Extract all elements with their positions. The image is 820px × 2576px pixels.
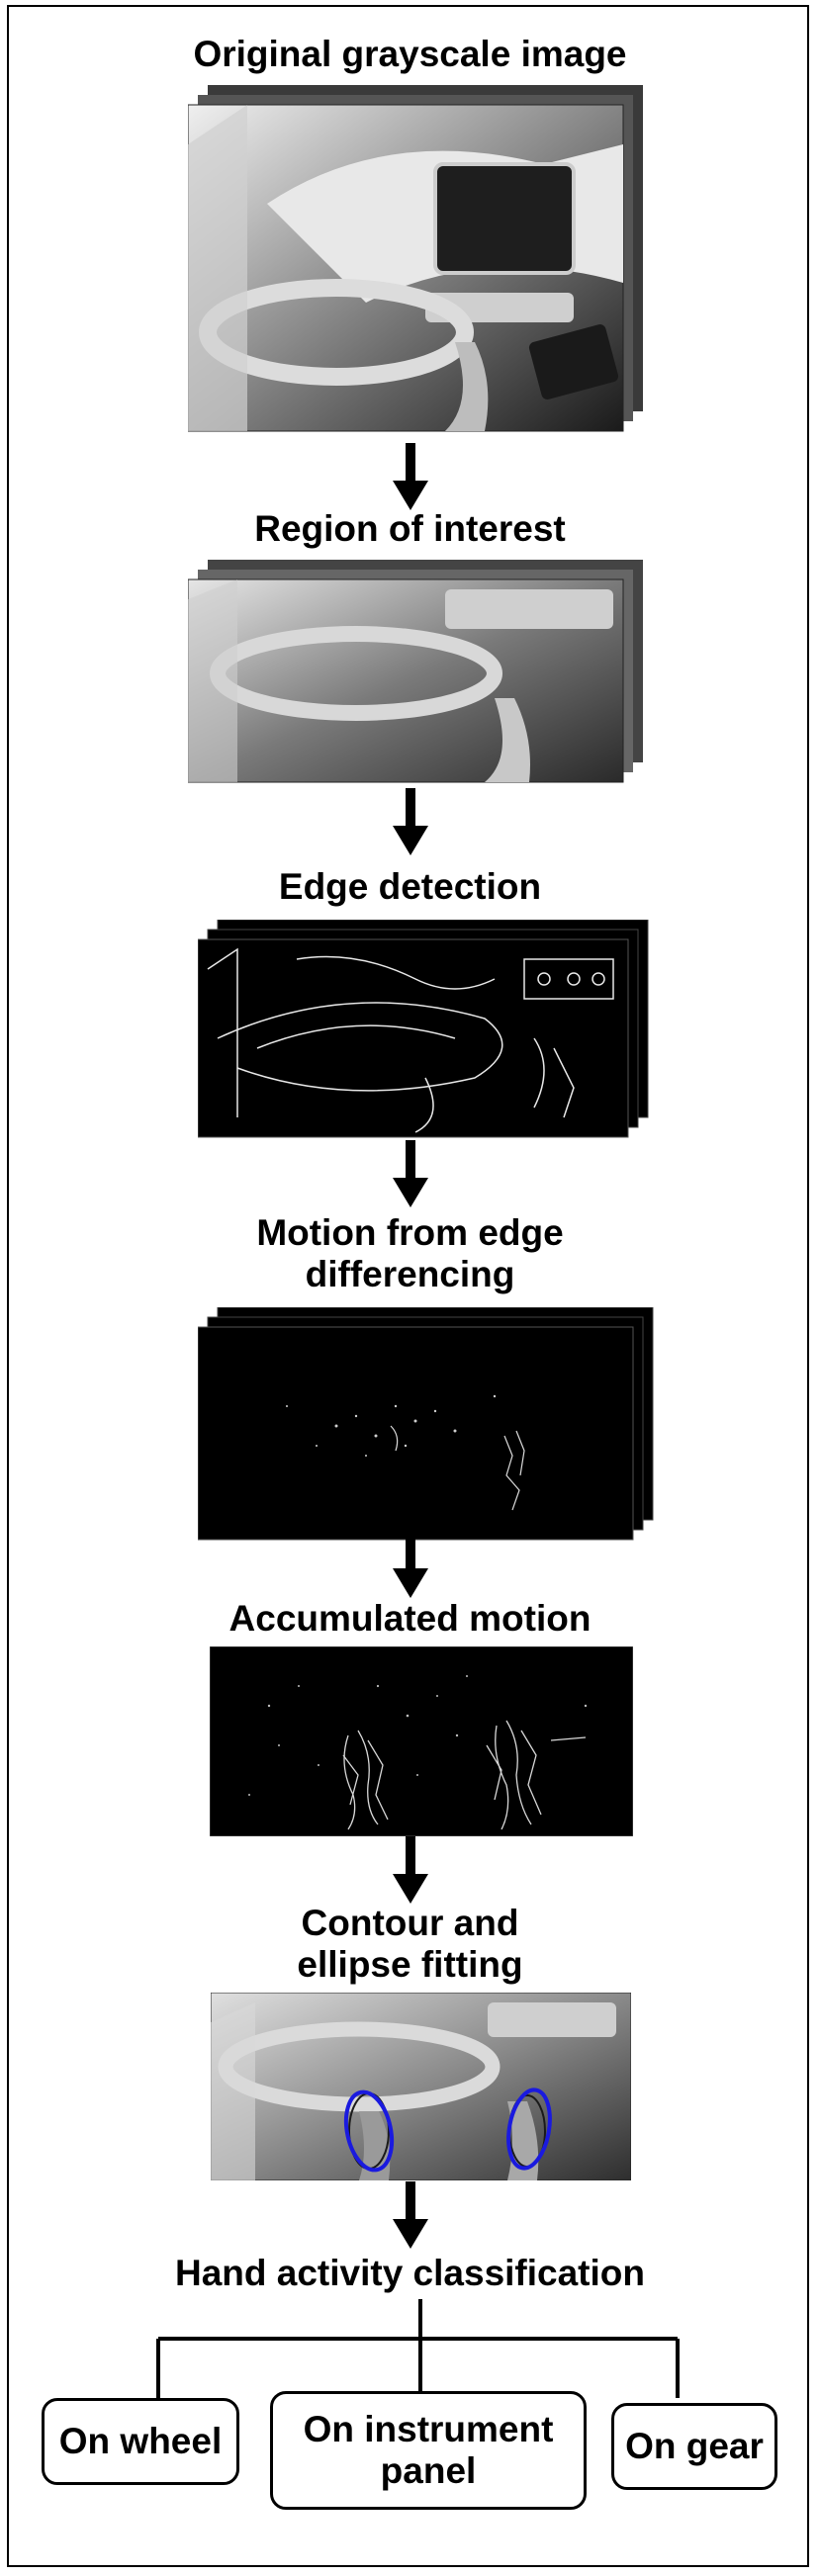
right-hand-ellipse bbox=[506, 2087, 552, 2171]
diagram-frame bbox=[7, 5, 809, 2567]
output-on-instrument-panel-line2: panel bbox=[380, 2450, 477, 2491]
step-title-contour-line2: ellipse fitting bbox=[297, 1944, 523, 1985]
accumulated-motion-image bbox=[210, 1646, 633, 1836]
step-title-classification: Hand activity classification bbox=[174, 2253, 645, 2293]
roi-image bbox=[188, 560, 643, 783]
output-on-instrument-panel: On instrument panel bbox=[270, 2391, 587, 2510]
step-title-contour-line1: Contour and bbox=[301, 1903, 519, 1943]
edge-detection-image bbox=[198, 920, 649, 1138]
motion-image-stack bbox=[198, 1307, 658, 1545]
original-image-stack bbox=[188, 85, 663, 441]
roi-image-stack bbox=[188, 560, 653, 792]
contour-image-stack bbox=[211, 1993, 631, 2180]
arrow-6 bbox=[393, 2181, 428, 2249]
arrow-1 bbox=[393, 443, 428, 510]
edge-image-stack bbox=[198, 920, 653, 1142]
motion-differencing-image bbox=[198, 1307, 654, 1541]
output-on-wheel: On wheel bbox=[42, 2398, 239, 2485]
accumulated-image-stack bbox=[210, 1646, 633, 1836]
step-title-original: Original grayscale image bbox=[193, 34, 627, 74]
left-hand-ellipse bbox=[343, 2089, 395, 2173]
step-title-edge: Edge detection bbox=[278, 866, 542, 907]
step-title-accumulated: Accumulated motion bbox=[228, 1598, 592, 1639]
arrow-4 bbox=[393, 1531, 428, 1598]
original-grayscale-image bbox=[188, 85, 643, 432]
step-title-roi: Region of interest bbox=[254, 508, 566, 549]
arrow-2 bbox=[393, 788, 428, 855]
classification-connector bbox=[156, 2299, 680, 2398]
arrow-5 bbox=[393, 1836, 428, 1904]
contour-ellipse-image bbox=[211, 1993, 631, 2180]
output-on-gear: On gear bbox=[611, 2403, 777, 2490]
step-title-motion-line1: Motion from edge bbox=[256, 1212, 564, 1253]
output-on-instrument-panel-line1: On instrument bbox=[303, 2409, 554, 2449]
step-title-motion-line2: differencing bbox=[305, 1254, 515, 1294]
arrow-3 bbox=[393, 1140, 428, 1207]
